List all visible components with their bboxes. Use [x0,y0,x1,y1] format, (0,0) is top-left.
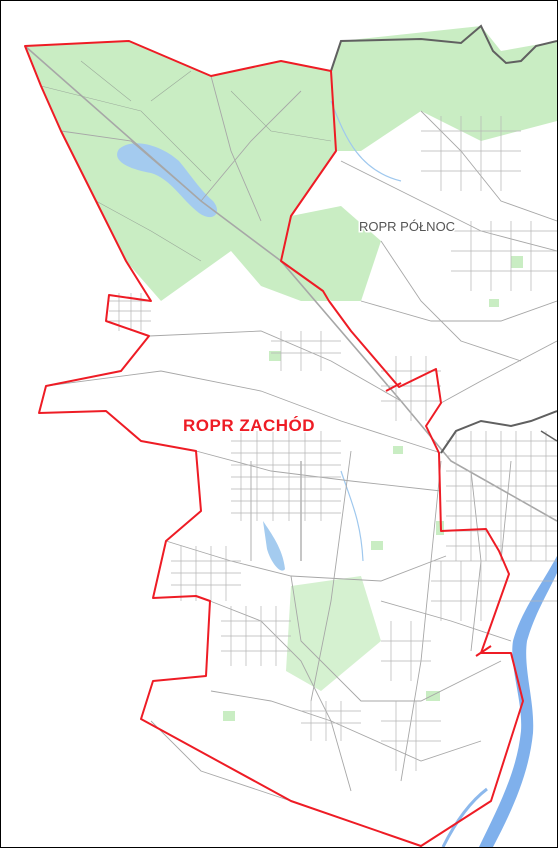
river-branch [441,787,488,847]
rural-roads [40,60,332,262]
green-patch [511,256,523,268]
district-boundary-west [24,40,524,847]
stream [340,470,364,562]
green-patch [393,446,403,454]
green-patch [371,541,383,550]
district-label-north: ROPR PÓŁNOC [359,219,455,234]
district-label-west: ROPR ZACHÓD [183,416,315,435]
other-district-boundaries [330,24,557,454]
green-area-north [331,26,557,151]
boundary-north-district [330,24,557,72]
green-patch [223,711,235,721]
district-boundary-west-notch [385,382,492,657]
pond [263,521,285,571]
green-patch [269,351,281,361]
green-patch [489,299,499,307]
green-area-north-band [281,206,381,301]
green-patch [426,691,440,701]
river [479,556,557,847]
green-area-south [286,576,381,691]
stream [330,100,402,182]
lake [117,143,218,218]
city-blocks [109,116,557,771]
boundary-north-east [440,410,557,454]
